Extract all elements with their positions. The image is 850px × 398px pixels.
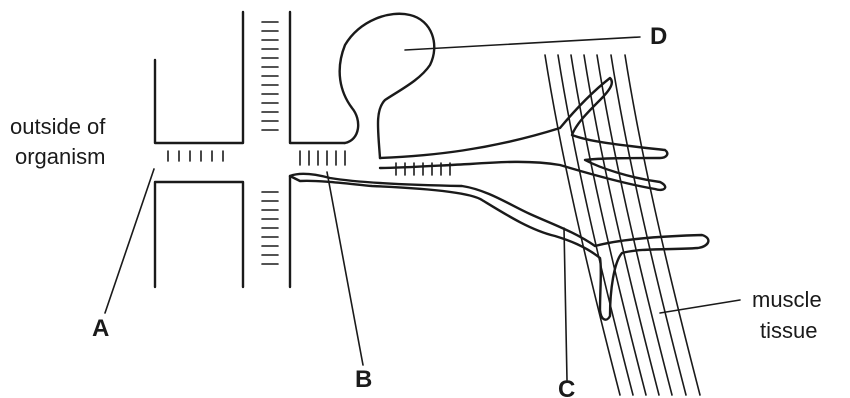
muscle-fibre — [571, 55, 646, 395]
outer-wall-lower — [155, 182, 243, 287]
muscle-label-line2: tissue — [760, 318, 817, 343]
leader-a — [105, 169, 154, 313]
outer-wall-upper — [155, 12, 243, 143]
trachea-lower-wall — [290, 174, 708, 320]
label-b: B — [355, 366, 372, 393]
leader-c — [564, 228, 567, 380]
leader-muscle — [660, 300, 740, 313]
body-wall — [155, 12, 345, 287]
muscle-fibre — [611, 55, 686, 395]
label-a: A — [92, 315, 109, 342]
label-c: C — [558, 376, 575, 398]
label-d: D — [650, 23, 667, 50]
inner-wall-upper — [290, 12, 345, 143]
trachea — [168, 78, 708, 320]
outside-label-line1: outside of — [10, 114, 106, 139]
muscle-fibre — [625, 55, 700, 395]
muscle-tissue — [545, 55, 700, 395]
outside-label-line2: organism — [15, 144, 105, 169]
taenidia-hatching — [168, 151, 450, 175]
wall-hatching — [262, 22, 278, 264]
leader-d — [405, 37, 640, 50]
air-sac — [340, 14, 435, 158]
leader-b — [327, 172, 363, 365]
muscle-label-line1: muscle — [752, 287, 822, 312]
